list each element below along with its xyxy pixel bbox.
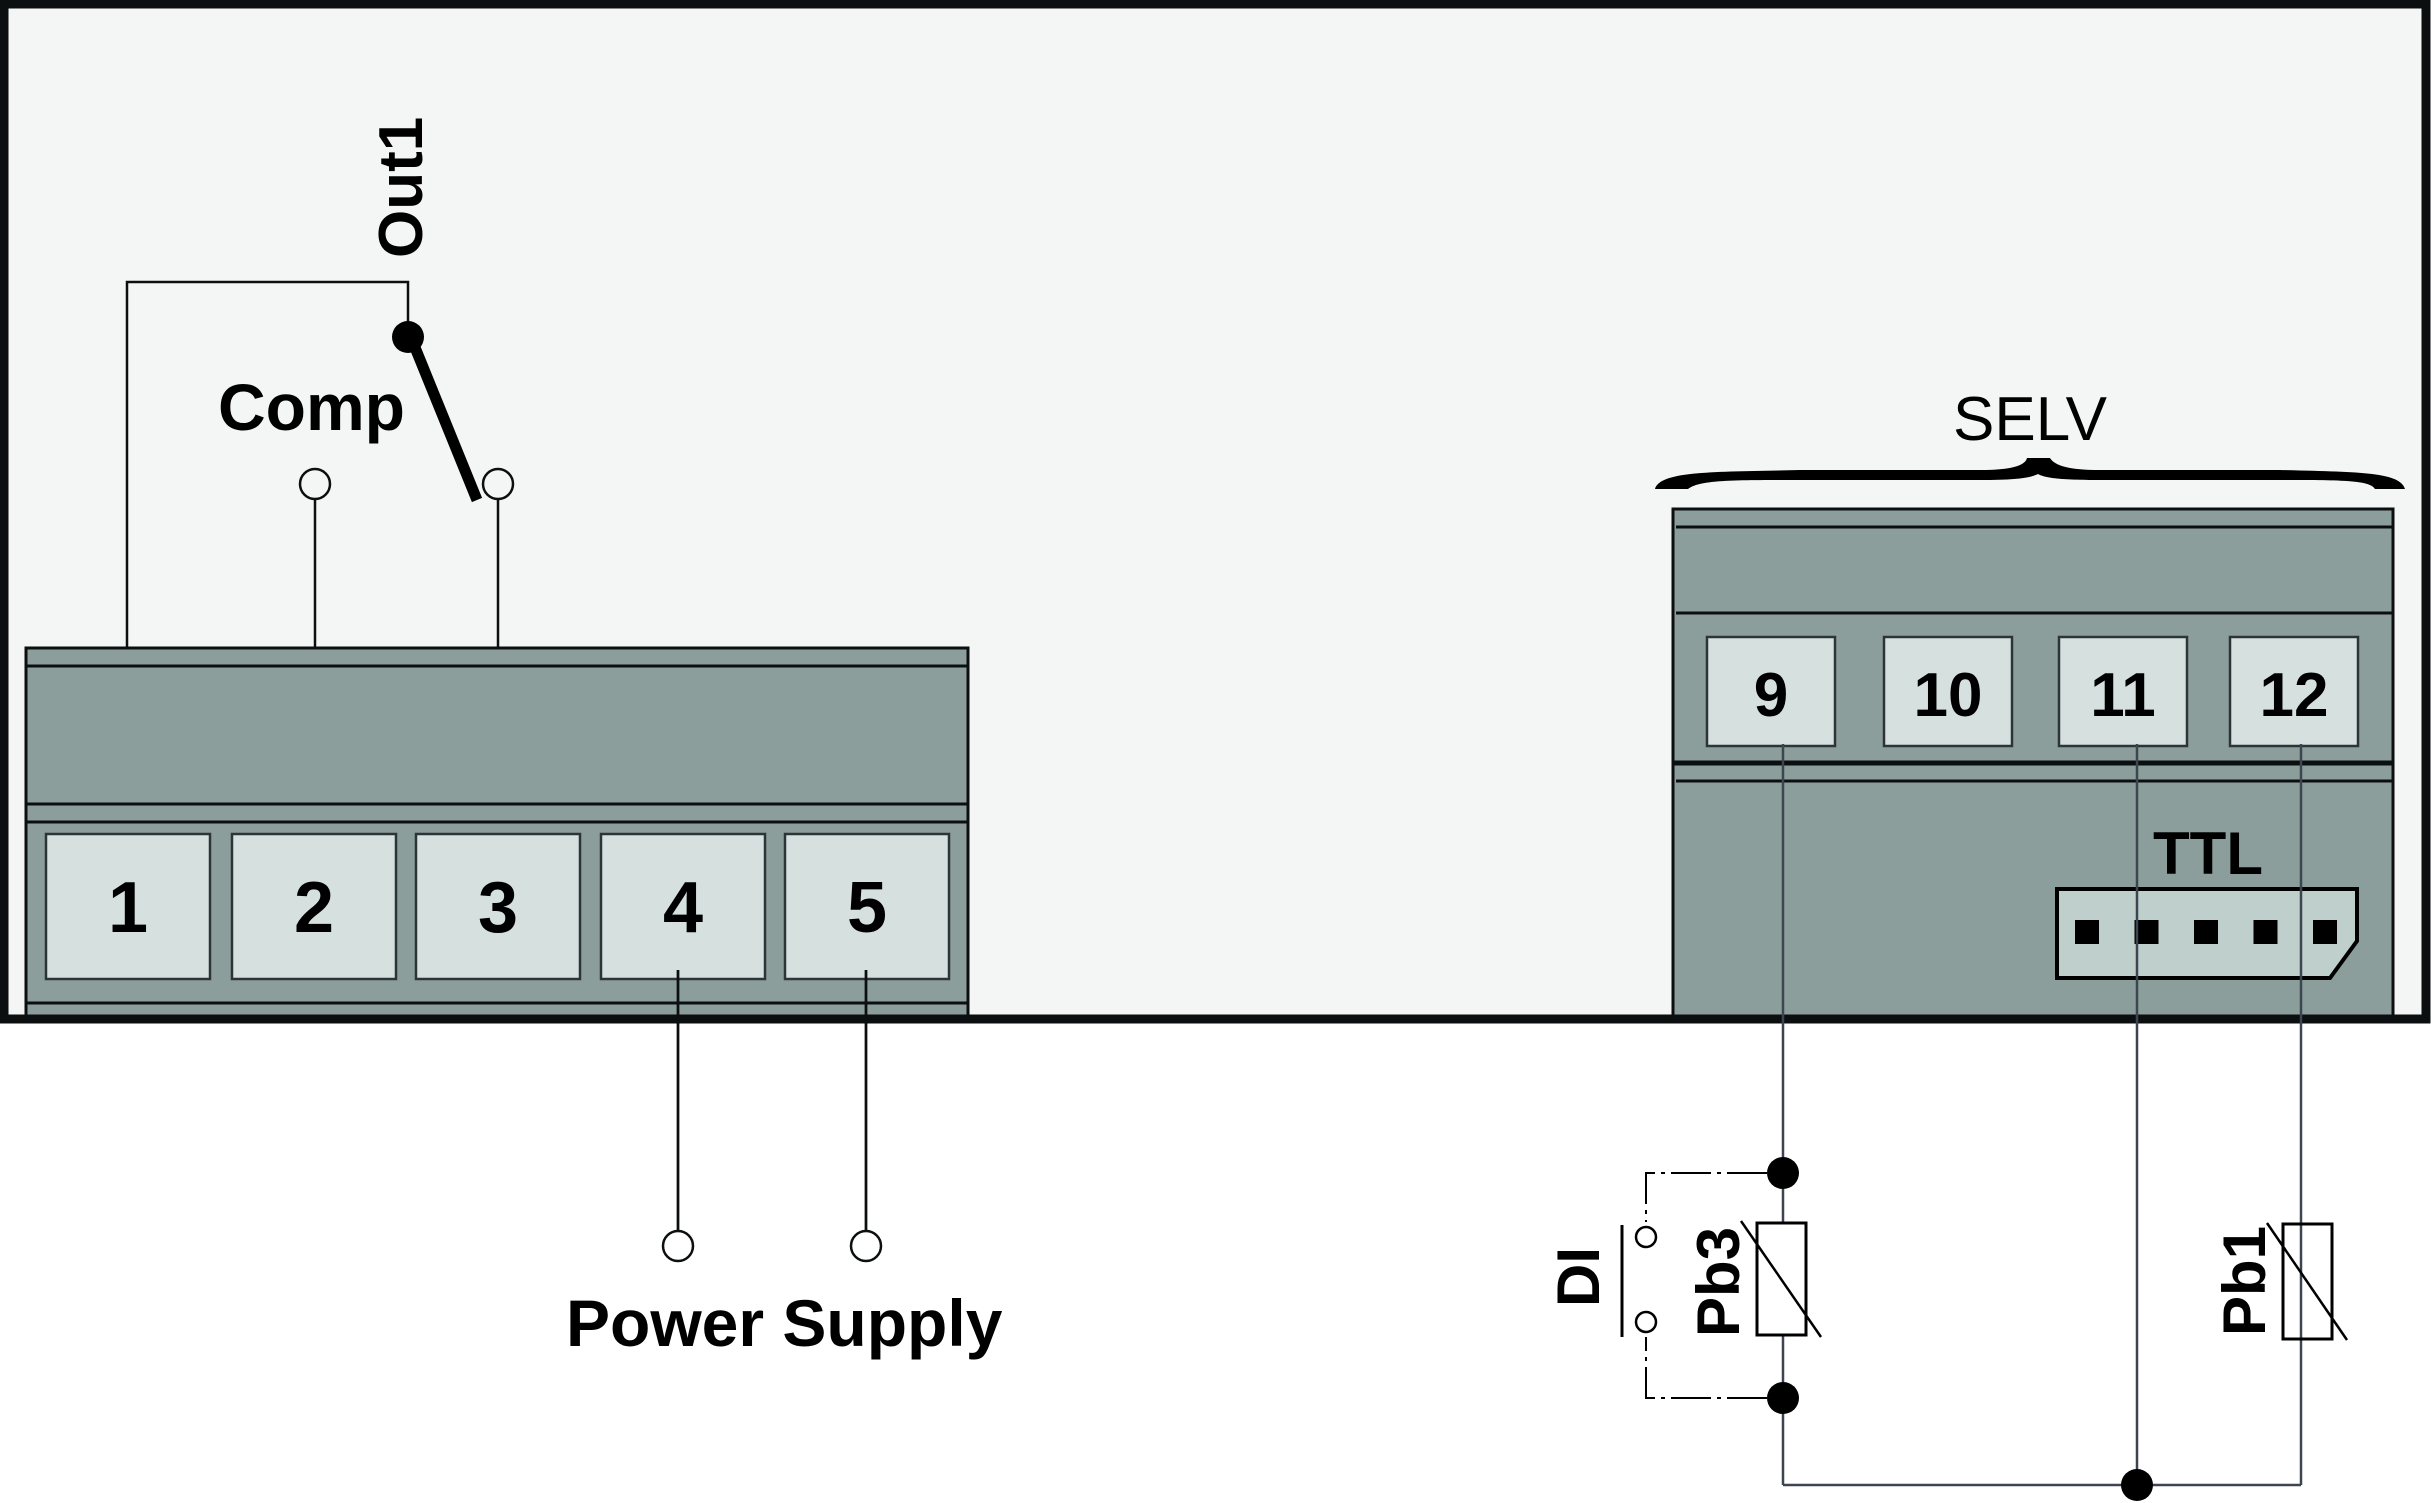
relay-contact-nc	[298, 467, 332, 501]
selv-group: SELV	[1655, 385, 2405, 489]
ttl-pin	[2253, 920, 2278, 944]
ttl-pin	[2313, 920, 2337, 944]
terminal-number: 3	[478, 868, 518, 948]
pb3-label: Pb3	[1685, 1227, 1752, 1337]
power-supply-label: Power Supply	[566, 1286, 1003, 1360]
terminal-number: 12	[2260, 661, 2329, 730]
selv-brace	[1655, 458, 2405, 489]
ttl-label: TTL	[2153, 820, 2263, 887]
terminal-number: 5	[847, 868, 887, 948]
pb1-label: Pb1	[2211, 1226, 2278, 1336]
terminal-number: 10	[1914, 661, 1983, 730]
comp-label: Comp	[218, 370, 405, 444]
terminal-3: 3	[414, 832, 582, 981]
terminal-number: 11	[2090, 661, 2156, 730]
out1-label: Out1	[367, 117, 436, 258]
terminal-9: 9	[1705, 635, 1837, 748]
pb3-junction-top	[1767, 1157, 1799, 1189]
pb1-ntc-sensor-icon	[2265, 1222, 2349, 1341]
ttl-pin	[2075, 920, 2099, 944]
probe-terminal-block: 9 10 11 12 TTL	[1671, 507, 2395, 1018]
selv-label: SELV	[1953, 385, 2108, 454]
terminal-number: 9	[1754, 661, 1788, 730]
terminal-4: 4	[599, 832, 767, 981]
terminal-12: 12	[2228, 635, 2360, 748]
relay-switch-arm	[406, 337, 483, 503]
power-supply-terminal-l	[661, 1229, 695, 1263]
terminal-5: 5	[783, 832, 951, 981]
terminal-10: 10	[1882, 635, 2014, 748]
di-contact-icon	[1620, 1172, 1767, 1399]
terminal-2: 2	[230, 832, 398, 981]
terminal-1: 1	[44, 832, 212, 981]
pb3-ntc-sensor-icon	[1739, 1220, 1823, 1338]
terminal-number: 4	[663, 868, 703, 948]
terminal-number: 1	[108, 868, 148, 948]
ttl-pin	[2194, 920, 2218, 944]
terminal-number: 2	[294, 868, 334, 948]
power-supply: Power Supply	[566, 970, 1003, 1360]
ttl-port[interactable]	[2055, 887, 2359, 980]
power-supply-terminal-n	[849, 1229, 883, 1263]
common-junction-dot	[2121, 1469, 2153, 1501]
out1-relay: Out1 Comp	[125, 117, 515, 648]
pb3-junction-bottom	[1767, 1382, 1799, 1414]
power-terminal-block: 1 2 3 4 5	[24, 646, 970, 1018]
terminal-11: 11	[2057, 635, 2189, 748]
probe-wiring: Pb3 DI Pb1	[1545, 744, 2349, 1501]
ttl-pin	[2134, 920, 2159, 944]
di-label: DI	[1545, 1247, 1612, 1307]
